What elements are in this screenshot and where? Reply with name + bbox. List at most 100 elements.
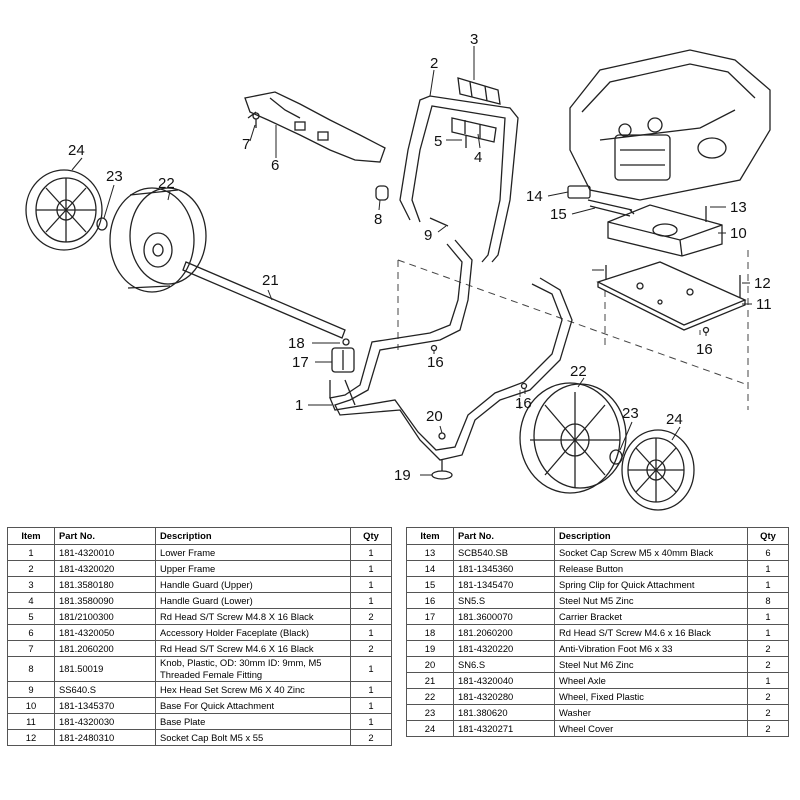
cell-qty: 1 [350,681,392,698]
handle-guard-lower-part [451,117,497,143]
cell-item: 11 [7,713,55,730]
column-header-description: Description [155,527,351,545]
cell-item: 21 [406,672,454,689]
column-header-item: Item [7,527,55,545]
cell-part-no: 181.50019 [54,656,156,682]
column-header-qty: Qty [747,527,789,545]
column-header-part-no: Part No. [54,527,156,545]
cell-item: 8 [7,656,55,682]
cell-description: Lower Frame [155,544,351,561]
callout-22: 22 [158,175,175,192]
wheel-right-part [519,382,627,494]
cell-part-no: 181-1345360 [453,560,555,577]
cell-part-no: 181-2480310 [54,729,156,746]
cell-part-no: 181.380620 [453,704,555,721]
cell-part-no: 181/2100300 [54,608,156,625]
cell-qty: 1 [350,656,392,682]
callout-17: 17 [292,354,309,371]
pressure-washer-body-part [569,49,771,201]
cell-qty: 2 [350,608,392,625]
cell-part-no: 181-1345470 [453,576,555,593]
callout-4: 4 [474,149,482,166]
screw-18-part [342,338,350,346]
cell-qty: 2 [747,640,789,657]
cell-part-no: 181.2060200 [54,640,156,657]
cell-description: Socket Cap Bolt M5 x 55 [155,729,351,746]
callout-22: 22 [570,363,587,380]
cell-qty: 6 [747,544,789,561]
wheel-cover-right-part [621,429,695,511]
cell-part-no: 181.3580180 [54,576,156,593]
column-header-qty: Qty [350,527,392,545]
cell-part-no: 181-1345370 [54,697,156,714]
cell-part-no: 181-4320050 [54,624,156,641]
callout-11: 11 [756,296,772,313]
callout-2: 2 [430,55,438,72]
cell-qty: 1 [350,624,392,641]
cell-item: 13 [406,544,454,561]
cell-qty: 2 [350,640,392,657]
wheel-cover-left-part [25,169,103,251]
cell-item: 3 [7,576,55,593]
cell-description: Wheel Axle [554,672,748,689]
cell-item: 15 [406,576,454,593]
upper-frame-part [399,95,519,263]
cell-description: Spring Clip for Quick Attachment [554,576,748,593]
screw-9-part [429,217,449,227]
assembly-guide-lines [397,250,749,410]
callout-8: 8 [374,211,382,228]
release-button-part [567,185,591,199]
callout-15: 15 [550,206,567,223]
cell-qty: 1 [747,560,789,577]
cell-description: Base Plate [155,713,351,730]
cell-description: Accessory Holder Faceplate (Black) [155,624,351,641]
cell-qty: 1 [350,560,392,577]
cell-description: Steel Nut M5 Zinc [554,592,748,609]
cell-qty: 1 [747,624,789,641]
cell-item: 22 [406,688,454,705]
callout-23: 23 [106,168,123,185]
cell-item: 17 [406,608,454,625]
cell-item: 23 [406,704,454,721]
cell-part-no: 181-4320220 [453,640,555,657]
column-header-part-no: Part No. [453,527,555,545]
cell-description: Wheel Cover [554,720,748,737]
cell-description: Rd Head S/T Screw M4.8 X 16 Black [155,608,351,625]
cell-item: 4 [7,592,55,609]
cell-item: 18 [406,624,454,641]
cell-item: 2 [7,560,55,577]
steel-nut-20-part [438,432,446,440]
cell-item: 1 [7,544,55,561]
cell-qty: 2 [350,729,392,746]
cell-qty: 1 [350,697,392,714]
cell-description: Rd Head S/T Screw M4.6 x 16 Black [554,624,748,641]
cell-description: Upper Frame [155,560,351,577]
callout-24: 24 [68,142,85,159]
handle-guard-upper-part [457,77,501,105]
anti-vibration-foot-part [431,460,453,480]
cell-item: 19 [406,640,454,657]
cell-item: 12 [7,729,55,746]
cell-part-no: SN6.S [453,656,555,673]
cell-item: 5 [7,608,55,625]
cell-part-no: 181-4320040 [453,672,555,689]
leader-lines [71,46,752,476]
cell-item: 10 [7,697,55,714]
cell-part-no: SS640.S [54,681,156,698]
knob-part [375,185,389,201]
